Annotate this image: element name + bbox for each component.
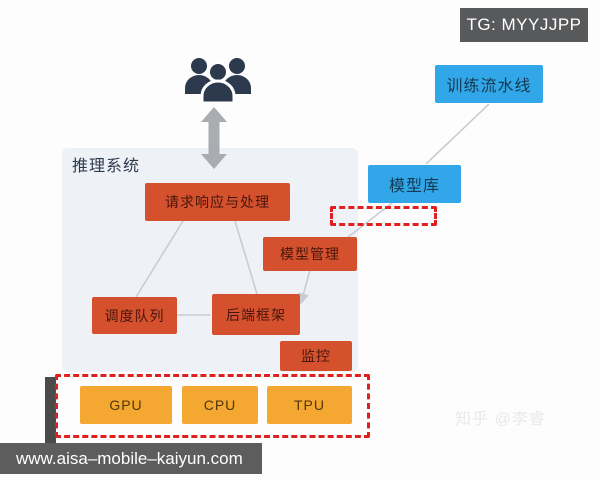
node-training-pipeline: 训练流水线	[435, 65, 543, 103]
node-monitoring: 监控	[280, 341, 352, 371]
node-scheduling-queue: 调度队列	[92, 297, 177, 334]
node-cpu: CPU	[182, 386, 258, 424]
node-model-management: 模型管理	[263, 237, 357, 271]
highlight-dashed-connection	[330, 206, 437, 226]
users-icon	[185, 58, 251, 105]
url-watermark-bar: www.aisa–mobile–kaiyun.com	[0, 443, 262, 474]
node-backend-framework: 后端框架	[212, 294, 300, 335]
node-request-handling: 请求响应与处理	[145, 183, 290, 221]
inference-system-label: 推理系统	[72, 158, 141, 175]
tg-badge: TG: MYYJJPP	[460, 8, 588, 42]
up-down-arrow-icon	[201, 107, 227, 169]
node-tpu: TPU	[267, 386, 352, 424]
hardware-dashed-group	[55, 374, 370, 438]
node-gpu: GPU	[80, 386, 172, 424]
zhihu-watermark: 知乎 @李睿	[455, 411, 546, 428]
dark-strip	[45, 377, 56, 443]
node-model-repo: 模型库	[368, 165, 461, 203]
